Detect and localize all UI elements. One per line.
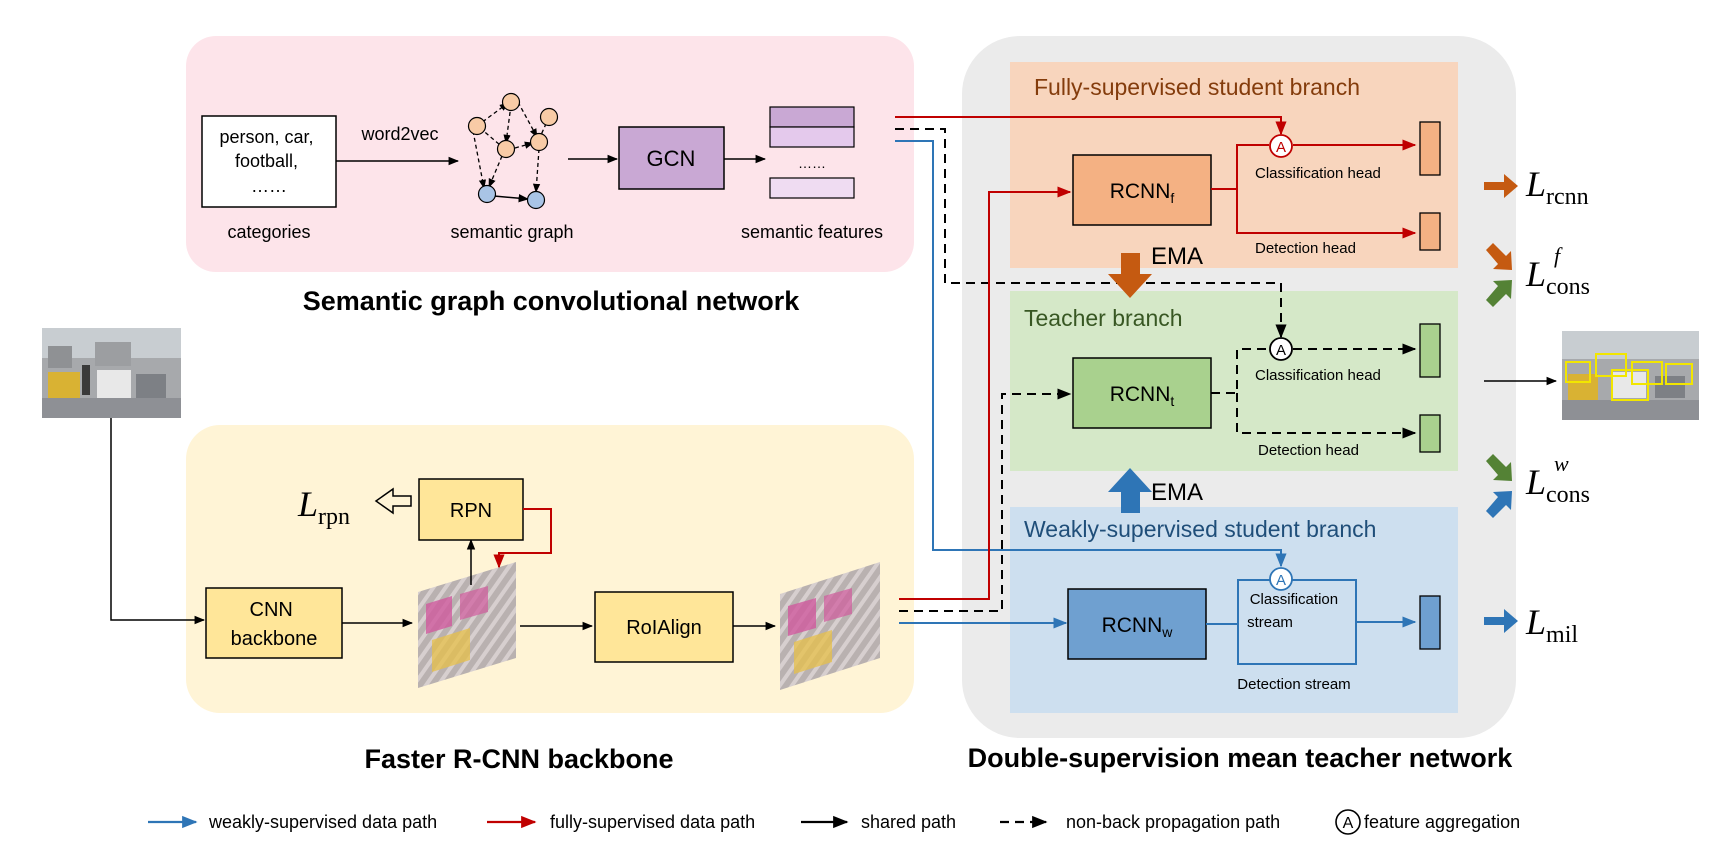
cons-w-arrow-blue xyxy=(1486,491,1512,518)
cls-stream-line-2: stream xyxy=(1247,614,1293,631)
cons-f-arrow-green xyxy=(1486,280,1512,307)
weakly-aggregation-icon xyxy=(1269,567,1293,591)
loss-mil-arrow xyxy=(1484,609,1518,633)
semantic-panel xyxy=(186,36,914,272)
ema-bottom-label: EMA xyxy=(1151,479,1203,506)
backbone-title: Faster R-CNN backbone xyxy=(364,744,673,774)
teacher-branch-title: Teacher branch xyxy=(1024,305,1183,331)
teacher-det-output xyxy=(1419,414,1441,453)
rpn-feedback-arrow xyxy=(493,508,552,569)
rcnn-t-label: RCNNt xyxy=(1110,383,1175,409)
roi-red-path xyxy=(899,186,1072,600)
teacher-aggregation-symbol: A xyxy=(1276,342,1286,359)
fully-cls-output xyxy=(1419,121,1441,176)
word2vec-label: word2vec xyxy=(360,124,438,144)
semantic-title: Semantic graph convolutional network xyxy=(303,286,801,316)
fully-aggregation-symbol: A xyxy=(1276,139,1286,156)
teacher-branch-det-path xyxy=(1236,393,1417,439)
fully-branch-split xyxy=(1211,144,1269,190)
legend-aggregation-symbol: A xyxy=(1343,815,1354,832)
loss-rcnn-arrow xyxy=(1484,174,1518,198)
cons-f-arrow-orange xyxy=(1486,243,1512,270)
loss-rpn: Lrpn xyxy=(297,484,350,530)
fully-det-output xyxy=(1419,212,1441,251)
categories-line-2: football, xyxy=(235,151,298,171)
ema-top-label: EMA xyxy=(1151,243,1203,270)
roialign-label: RoIAlign xyxy=(626,617,702,639)
fully-branch-det-path xyxy=(1236,189,1417,239)
det-stream-label: Detection stream xyxy=(1237,676,1350,693)
features-dots: …… xyxy=(798,155,826,171)
categories-line-1: person, car, xyxy=(219,127,313,147)
cons-w-arrow-green xyxy=(1486,454,1512,481)
fully-aggregation-icon xyxy=(1269,134,1293,158)
rcnn-t-box xyxy=(1072,357,1212,429)
legend-aggregation-icon xyxy=(1335,809,1361,835)
loss-cons-w-sup: w xyxy=(1554,451,1569,476)
weakly-aggregation-symbol: A xyxy=(1276,572,1286,589)
roi-dashed-path xyxy=(899,388,1072,612)
loss-cons-w: Lcons xyxy=(1525,462,1590,508)
weakly-branch-title: Weakly-supervised student branch xyxy=(1024,516,1376,542)
image-to-cnn-arrow xyxy=(110,418,206,625)
semantic-graph-label: semantic graph xyxy=(450,222,573,242)
teacher-branch-split xyxy=(1211,348,1269,394)
loss-cons-f-sup: f xyxy=(1554,243,1563,268)
legend-full-label: fully-supervised data path xyxy=(550,812,755,832)
svg-text:person, car, football,: person, car, football, …… xyxy=(219,127,318,196)
fully-cls-head-label: Classification head xyxy=(1255,165,1381,182)
teacher-cls-output xyxy=(1419,323,1441,378)
rcnn-f-label: RCNNf xyxy=(1110,180,1175,206)
rcnn-w-label: RCNNw xyxy=(1102,614,1174,640)
cls-stream-line-1: Classification xyxy=(1250,591,1338,608)
semantic-dashed-path xyxy=(895,128,1287,339)
gcn-box xyxy=(618,126,725,190)
legend-nonbp-label: non-back propagation path xyxy=(1066,812,1280,832)
teacher-aggregation-icon xyxy=(1269,337,1293,361)
rpn-loss-arrow xyxy=(374,487,412,515)
rcnn-f-box xyxy=(1072,154,1212,226)
svg-text:Classification stream: Classification stream xyxy=(1247,591,1342,631)
loss-mil: Lmil xyxy=(1525,602,1578,648)
loss-rcnn: Lrcnn xyxy=(1525,164,1589,210)
legend: weakly-supervised data path fully-superv… xyxy=(148,809,1520,835)
legend-weak-label: weakly-supervised data path xyxy=(208,812,437,832)
legend-shared-label: shared path xyxy=(861,812,956,832)
gcn-label: GCN xyxy=(647,146,696,171)
input-image xyxy=(42,328,181,418)
ema-down-arrow xyxy=(1108,253,1152,298)
semantic-blue-path xyxy=(895,140,1287,568)
roi-features xyxy=(780,562,880,690)
loss-cons-f: Lcons xyxy=(1525,254,1590,300)
legend-aggregation-label: feature aggregation xyxy=(1364,812,1520,832)
weakly-output xyxy=(1419,595,1441,650)
teacher-network-title: Double-supervision mean teacher network xyxy=(968,743,1514,773)
rcnn-w-box xyxy=(1067,588,1207,660)
categories-label: categories xyxy=(227,222,310,242)
teacher-det-head-label: Detection head xyxy=(1258,442,1359,459)
fully-branch-title: Fully-supervised student branch xyxy=(1034,74,1360,100)
categories-line-3: …… xyxy=(251,176,287,196)
cnn-backbone-box xyxy=(205,587,343,659)
cnn-label-line-1: CNN xyxy=(250,599,293,621)
semantic-features xyxy=(769,106,855,199)
cnn-label-line-2: backbone xyxy=(231,628,318,650)
semantic-graph xyxy=(467,92,559,210)
feature-maps xyxy=(418,562,516,688)
svg-text:CNN backbone: CNN backbone xyxy=(231,599,318,650)
features-label: semantic features xyxy=(741,222,883,242)
roialign-box xyxy=(594,591,734,663)
teacher-cls-head-label: Classification head xyxy=(1255,367,1381,384)
semantic-red-path xyxy=(895,116,1287,136)
rpn-label: RPN xyxy=(450,500,492,522)
fully-det-head-label: Detection head xyxy=(1255,240,1356,257)
ema-up-arrow xyxy=(1108,468,1152,513)
output-image xyxy=(1562,331,1699,420)
